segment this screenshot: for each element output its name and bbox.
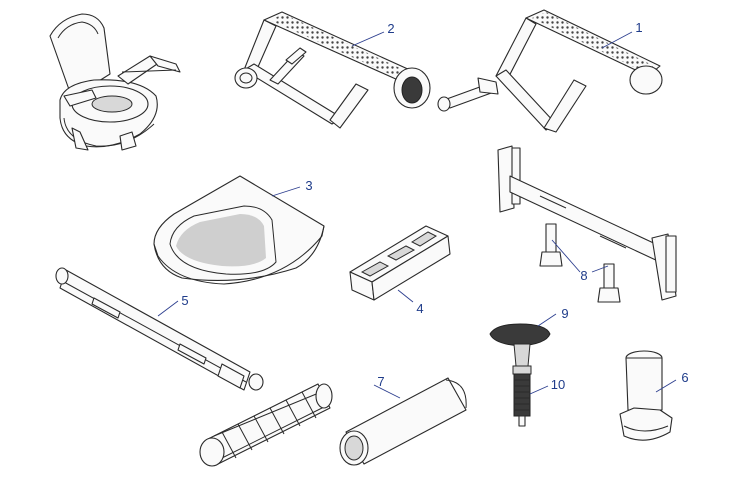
callout-10: 10 <box>550 377 566 392</box>
mounting-frame-drawing <box>497 145 677 303</box>
seat-cushion-drawing <box>153 175 325 285</box>
crossbar-drawing <box>55 267 264 391</box>
spring-roller-drawing <box>199 383 333 467</box>
callout-8: 8 <box>580 268 588 283</box>
callout-7: 7 <box>377 374 385 389</box>
callout-6: 6 <box>681 370 689 385</box>
callout-9: 9 <box>561 306 569 321</box>
callout-4: 4 <box>416 301 424 316</box>
toilet-seat-assembly-drawing <box>49 13 181 151</box>
bracket-holder-drawing <box>349 225 451 301</box>
leader-lines <box>157 31 677 399</box>
footrest-right-drawing <box>437 9 663 133</box>
callout-1: 1 <box>635 20 643 35</box>
leg-tip-drawing <box>619 350 673 441</box>
callout-3: 3 <box>305 178 313 193</box>
callout-2: 2 <box>387 21 395 36</box>
knob-screw-drawing <box>489 323 551 427</box>
callout-5: 5 <box>181 293 189 308</box>
footrest-left-drawing <box>234 11 431 129</box>
padded-roller-drawing <box>339 377 467 466</box>
